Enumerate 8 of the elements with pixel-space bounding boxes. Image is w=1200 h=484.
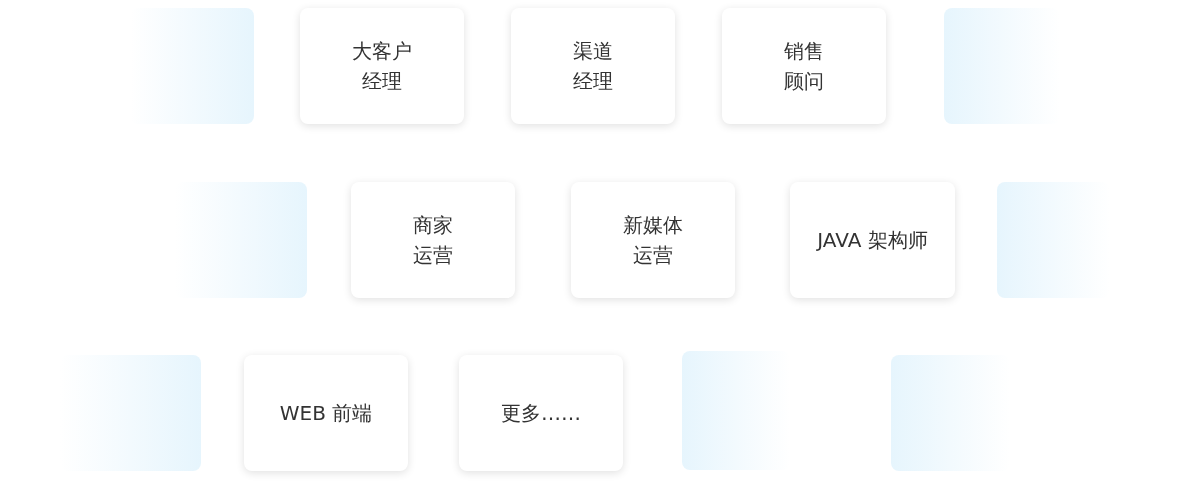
job-title: WEB 前端 [279, 400, 373, 427]
job-title: 渠道经理 [572, 38, 614, 95]
job-title: 更多…… [501, 400, 581, 427]
job-title: 商家运营 [412, 212, 454, 269]
job-title: 销售顾问 [783, 38, 825, 95]
job-title: 大客户经理 [351, 38, 413, 95]
job-title: 新媒体运营 [622, 212, 684, 269]
job-title: JAVA 架构师 [817, 227, 928, 254]
